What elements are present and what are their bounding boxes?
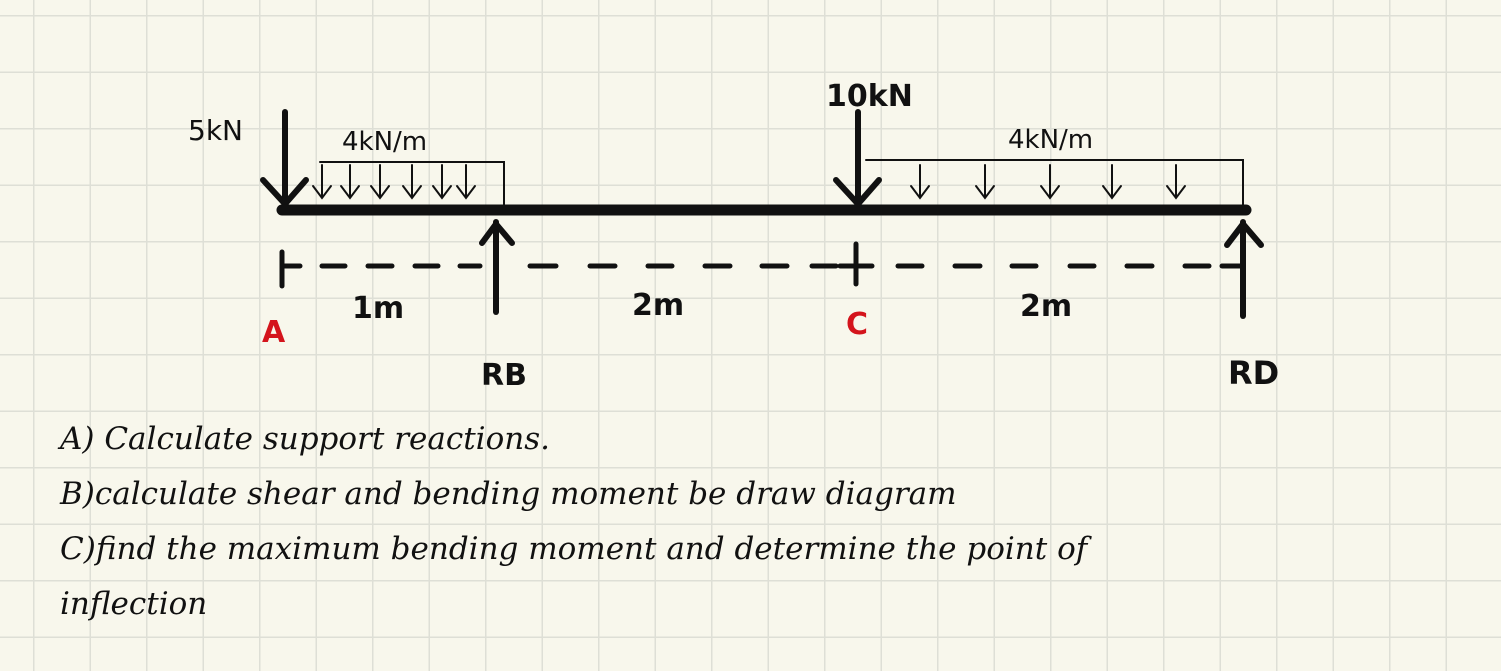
question-c-continued: inflection: [60, 586, 208, 622]
reaction-d-arrow: [1224, 219, 1264, 319]
question-b: B)calculate shear and bending moment be …: [60, 476, 957, 512]
udl-left-arrows: [312, 161, 505, 206]
load-label-5kn: 5kN: [188, 114, 243, 147]
reaction-label-rd: RD: [1228, 354, 1279, 392]
span-label-ab: 1m: [352, 291, 404, 326]
question-a: A) Calculate support reactions.: [60, 421, 550, 457]
udl-left-label: 4kN/m: [342, 127, 427, 157]
point-load-a-arrow: [260, 109, 309, 207]
beam-diagram: 5kN 4kN/m 10kN 4kN/m: [188, 79, 1279, 393]
udl-right-arrows: [865, 159, 1244, 206]
reaction-label-rb: RB: [481, 358, 527, 393]
point-label-a: A: [262, 315, 286, 350]
dimension-line: [279, 241, 1243, 289]
question-list: A) Calculate support reactions. B)calcul…: [60, 412, 1480, 632]
udl-right-label: 4kN/m: [1008, 125, 1093, 155]
load-label-10kn: 10kN: [826, 79, 913, 114]
point-load-c-arrow: [833, 109, 882, 207]
span-label-bc: 2m: [632, 288, 684, 323]
reaction-b-arrow: [479, 219, 515, 315]
question-c: C)find the maximum bending moment and de…: [60, 531, 1088, 567]
point-label-c: C: [846, 307, 868, 342]
span-label-cd: 2m: [1020, 289, 1072, 324]
